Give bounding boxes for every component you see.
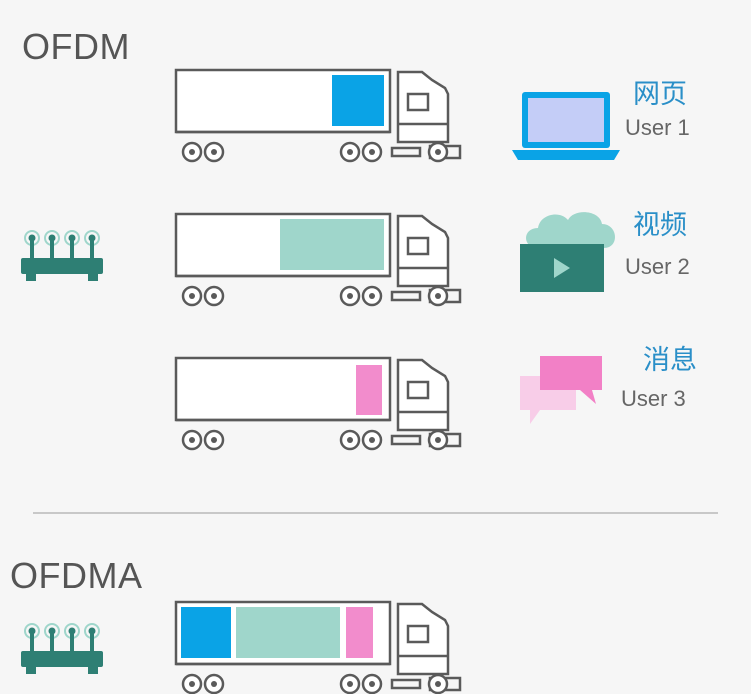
truck-user-2 [174,212,462,307]
ofdma-title: OFDMA [10,555,143,596]
user-label-1: User 1 [625,115,690,140]
user-label-2: User 2 [625,254,690,279]
payload-user-2 [236,607,340,658]
payload-user-1 [181,607,231,658]
app-label-video: 视频 [633,210,687,241]
ofdm-title: OFDM [22,26,130,67]
payload-user-3 [356,365,382,415]
router-icon [21,623,103,674]
video-cloud-icon [520,212,616,292]
truck-ofdma [174,600,462,694]
truck-user-3 [174,356,462,451]
laptop-icon [512,92,620,160]
payload-user-3 [346,607,373,658]
app-label-web: 网页 [633,79,687,110]
chat-bubbles-icon [520,356,602,424]
section-divider [33,512,718,514]
user-label-3: User 3 [621,386,686,411]
truck-user-1 [174,68,462,163]
router-icon [21,230,103,281]
app-label-message: 消息 [643,345,697,376]
payload-user-2 [280,219,384,270]
payload-user-1 [332,75,384,126]
